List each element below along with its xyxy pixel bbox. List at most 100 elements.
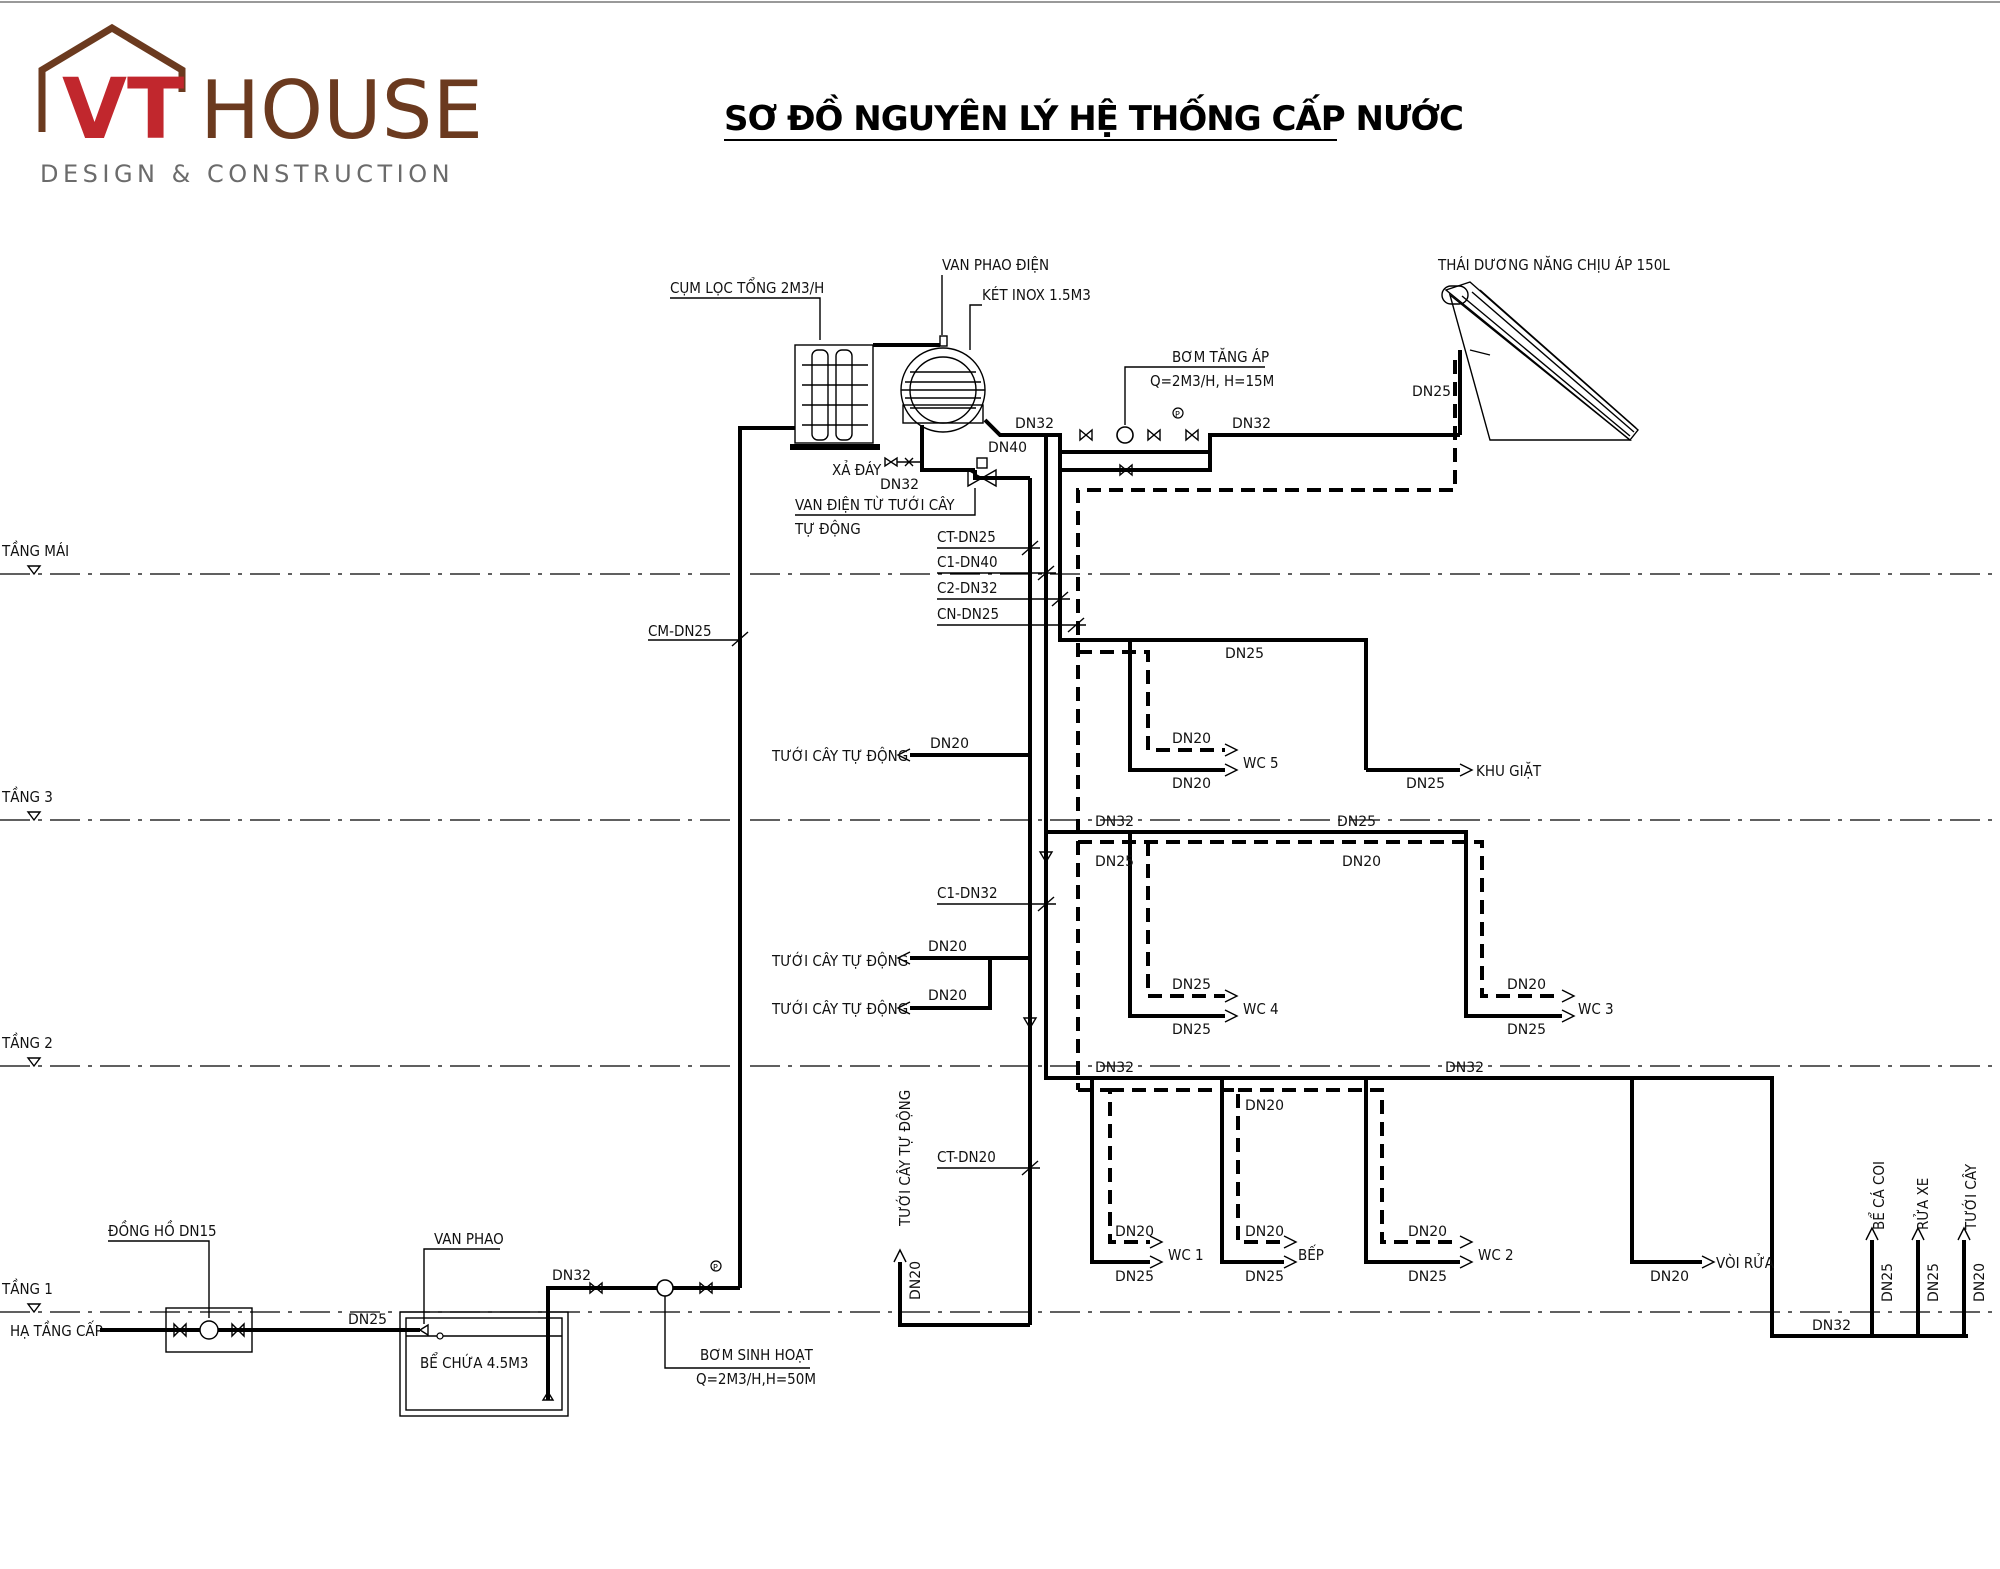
pipe-riser-c2: [1058, 470, 1368, 770]
riser-tick: [1021, 540, 1039, 556]
label-float-valve: VAN PHAO: [434, 1230, 504, 1248]
label-irrigation-f3: TƯỚI CÂY TỰ ĐỘNG: [771, 746, 908, 765]
label-solenoid-2: TỰ ĐỘNG: [794, 519, 861, 538]
label-filter: CỤM LỌC TỔNG 2M3/H: [670, 276, 824, 297]
label-dn25-wc4-b: DN25: [1172, 1022, 1211, 1038]
pipe-wc4-cold: [1128, 832, 1225, 1018]
cistern: [399, 1311, 569, 1417]
level-marker-floor1: TẦNG 1: [1, 1277, 53, 1314]
level-marker-floor2: TẦNG 2: [1, 1031, 53, 1068]
pressure-gauge-icon: [1172, 407, 1184, 419]
level-lines: TẦNG MÁI TẦNG 3 TẦNG 2 TẦNG 1: [0, 539, 2000, 1314]
pressure-gauge-mark: P: [713, 1263, 718, 1272]
label-dn32-solenoid: DN32: [880, 477, 919, 493]
label-riser-ct-20: CT-DN20: [937, 1148, 996, 1166]
label-wc2: WC 2: [1478, 1246, 1514, 1264]
label-dn20-irrigation-f3: DN20: [930, 736, 969, 752]
solenoid-actuator-icon: [976, 457, 988, 469]
pipe-faucet: [1630, 1078, 1702, 1264]
riser-tick: [731, 631, 749, 647]
label-riser-ct25: CT-DN25: [937, 528, 996, 546]
solar-heater: [1441, 281, 1639, 441]
valve-icon: [1079, 428, 1093, 442]
label-dn40-tank: DN40: [988, 440, 1027, 456]
label-dn20-watering: DN20: [1972, 1263, 1988, 1302]
label-dn25-carwash: DN25: [1926, 1263, 1942, 1302]
label-dn32-f2: DN32: [1095, 814, 1134, 830]
drain-valve: [884, 456, 922, 468]
label-dn32-outdoor: DN32: [1812, 1318, 1851, 1334]
solar-panel-lines: [1461, 289, 1637, 437]
pipe-irrigation-f2: [910, 956, 1030, 1010]
pipe-outdoor-outlets: [1870, 1240, 1966, 1336]
valve-icon: [1147, 428, 1161, 442]
pipe-wc2-hot: [1238, 1088, 1460, 1244]
label-dn25-wc2: DN25: [1408, 1269, 1447, 1285]
pressure-gauge-icon: [710, 1260, 722, 1272]
leader-tank: [969, 304, 982, 350]
label-booster-pump-1: BƠM TĂNG ÁP: [1172, 347, 1269, 366]
label-riser-c1-32: C1-DN32: [937, 884, 998, 902]
outlet-arrow-icon: [1561, 989, 1576, 1023]
outlet-arrow-icon: [896, 748, 911, 762]
outlet-arrow-icon: [1459, 1235, 1474, 1269]
level-label-floor3: TẦNG 3: [1, 785, 53, 806]
outlet-arrow-icon: [1149, 1235, 1164, 1269]
outlet-arrow-icon: [893, 1248, 907, 1263]
label-watering: TƯỚI CÂY: [1961, 1163, 1980, 1231]
label-dn25-fish: DN25: [1880, 1263, 1896, 1302]
label-dn25-wc3: DN25: [1507, 1022, 1546, 1038]
label-riser-cn-25: CN-DN25: [937, 605, 999, 623]
outlet-arrow-icon: [1701, 1255, 1716, 1269]
pipe-wc1-cold: [1090, 1078, 1150, 1264]
solar-tank-icon: [1441, 285, 1469, 305]
label-dn25-f3-main: DN25: [1225, 646, 1264, 662]
label-dn20-wc2: DN20: [1408, 1224, 1447, 1240]
label-wc1: WC 1: [1168, 1246, 1204, 1264]
label-dn25-kitchen: DN25: [1245, 1269, 1284, 1285]
label-dn32-pump: DN32: [552, 1268, 591, 1284]
label-riser-c2-32: C2-DN32: [937, 579, 998, 597]
label-fish-pond: BỂ CÁ COI: [1867, 1161, 1888, 1230]
logo: VT HOUSE DESIGN & CONSTRUCTION: [38, 23, 483, 188]
pipe-booster-bypass: [1058, 452, 1212, 472]
solenoid-valve-icon: [967, 468, 997, 488]
logo-house: HOUSE: [200, 64, 483, 157]
riser-tick: [1021, 1160, 1039, 1176]
label-faucet: VÒI RỬA: [1716, 1252, 1775, 1272]
pipe-tank-outlet: [920, 425, 1030, 480]
level-triangle-icon: [26, 1303, 42, 1314]
float-valve-icon: [418, 1323, 429, 1337]
tank-hatch: [905, 371, 981, 409]
page-title: SƠ ĐỒ NGUYÊN LÝ HỆ THỐNG CẤP NƯỚC: [724, 94, 1463, 139]
level-triangle-icon: [26, 811, 42, 822]
inox-tank: [900, 335, 986, 433]
label-riser-cm: CM-DN25: [648, 622, 712, 640]
label-solenoid-1: VAN ĐIỆN TỪ TƯỚI CÂY: [795, 495, 955, 514]
label-tank: KÉT INOX 1.5M3: [982, 285, 1091, 304]
label-dn20-wc5: DN20: [1172, 731, 1211, 747]
label-dn20-kitchen: DN20: [1245, 1224, 1284, 1240]
label-dn32-booster-out: DN32: [1232, 416, 1271, 432]
label-domestic-pump-1: BƠM SINH HOẠT: [700, 1346, 814, 1364]
label-cistern: BỂ CHỨA 4.5M3: [420, 1351, 528, 1372]
pump-icon: [1116, 426, 1134, 444]
valve-icon: [1185, 428, 1199, 442]
outlet-arrow-icon: [1459, 763, 1474, 777]
level-marker-roof: TẦNG MÁI: [1, 539, 69, 576]
label-dn20-f2-hot: DN20: [1342, 854, 1381, 870]
label-dn25-f2-main: DN25: [1337, 814, 1376, 830]
label-dn25-f2: DN25: [1095, 854, 1134, 870]
riser-labels: CT-DN25 C1-DN40 C2-DN32 CN-DN25: [937, 528, 1086, 633]
check-valve-icon: [1119, 463, 1133, 477]
label-wc3: WC 3: [1578, 1000, 1614, 1018]
pressure-gauge-mark: P: [1175, 410, 1180, 419]
label-dn20-wc5-b: DN20: [1172, 776, 1211, 792]
tank-stand: [902, 404, 984, 424]
filter-vessel-icon: [835, 349, 853, 441]
label-dn25-laundry: DN25: [1406, 776, 1445, 792]
label-riser-c1-40: C1-DN40: [937, 553, 998, 571]
pipe-kitchen-cold: [1220, 1078, 1284, 1264]
label-dn25-inlet: DN25: [348, 1312, 387, 1328]
booster-pump: P: [1079, 407, 1199, 477]
